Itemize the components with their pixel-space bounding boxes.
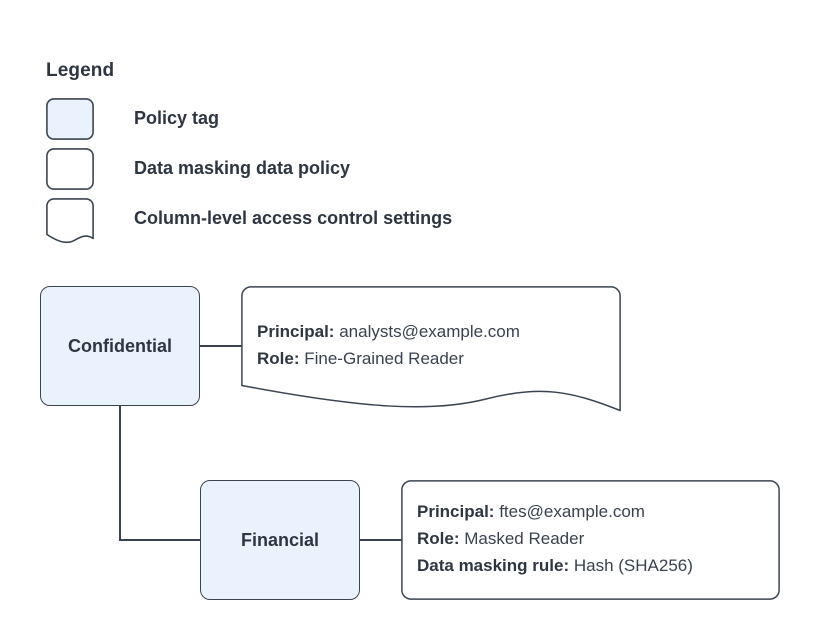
legend-item-label: Policy tag [134, 108, 220, 128]
column-access-control-swatch-icon [46, 198, 94, 244]
card-financial-policy[interactable]: Principal: ftes@example.com Role: Masked… [401, 480, 780, 600]
card-key: Role: [257, 349, 300, 368]
legend-item-label: Data masking data policy [134, 158, 351, 178]
card-confidential-settings[interactable]: Principal: analysts@example.com Role: Fi… [241, 286, 621, 412]
edge-confidential-to-financial-horizontal [119, 539, 201, 541]
card-line: Role: Fine-Grained Reader [257, 345, 609, 372]
node-label: Financial [240, 529, 320, 550]
legend-title: Legend [46, 60, 115, 81]
card-body: Principal: ftes@example.com Role: Masked… [417, 498, 768, 579]
edge-financial-to-policy [360, 539, 402, 541]
card-line: Data masking rule: Hash (SHA256) [417, 552, 768, 579]
card-key: Data masking rule: [417, 556, 570, 575]
policy-tag-swatch-icon [46, 98, 94, 140]
data-masking-policy-swatch-icon [46, 148, 94, 190]
card-body: Principal: analysts@example.com Role: Fi… [257, 318, 609, 372]
card-key: Principal: [417, 502, 495, 521]
node-confidential[interactable]: Confidential [40, 286, 200, 406]
card-key: Principal: [257, 322, 335, 341]
card-line: Role: Masked Reader [417, 525, 768, 552]
card-value: Masked Reader [464, 529, 585, 548]
card-value: ftes@example.com [499, 502, 645, 521]
card-value: Fine-Grained Reader [304, 349, 464, 368]
node-financial[interactable]: Financial [200, 480, 360, 600]
wave-bottom-card-shape [241, 286, 621, 412]
card-line: Principal: analysts@example.com [257, 318, 609, 345]
card-key: Role: [417, 529, 460, 548]
edge-confidential-to-settings [200, 345, 242, 347]
edge-confidential-to-financial-vertical [119, 406, 121, 540]
card-value: analysts@example.com [339, 322, 520, 341]
node-label: Confidential [68, 335, 172, 356]
rounded-rect-card-shape [401, 480, 780, 600]
legend-item-label: Column-level access control settings [134, 208, 453, 228]
card-line: Principal: ftes@example.com [417, 498, 768, 525]
card-value: Hash (SHA256) [573, 556, 693, 575]
